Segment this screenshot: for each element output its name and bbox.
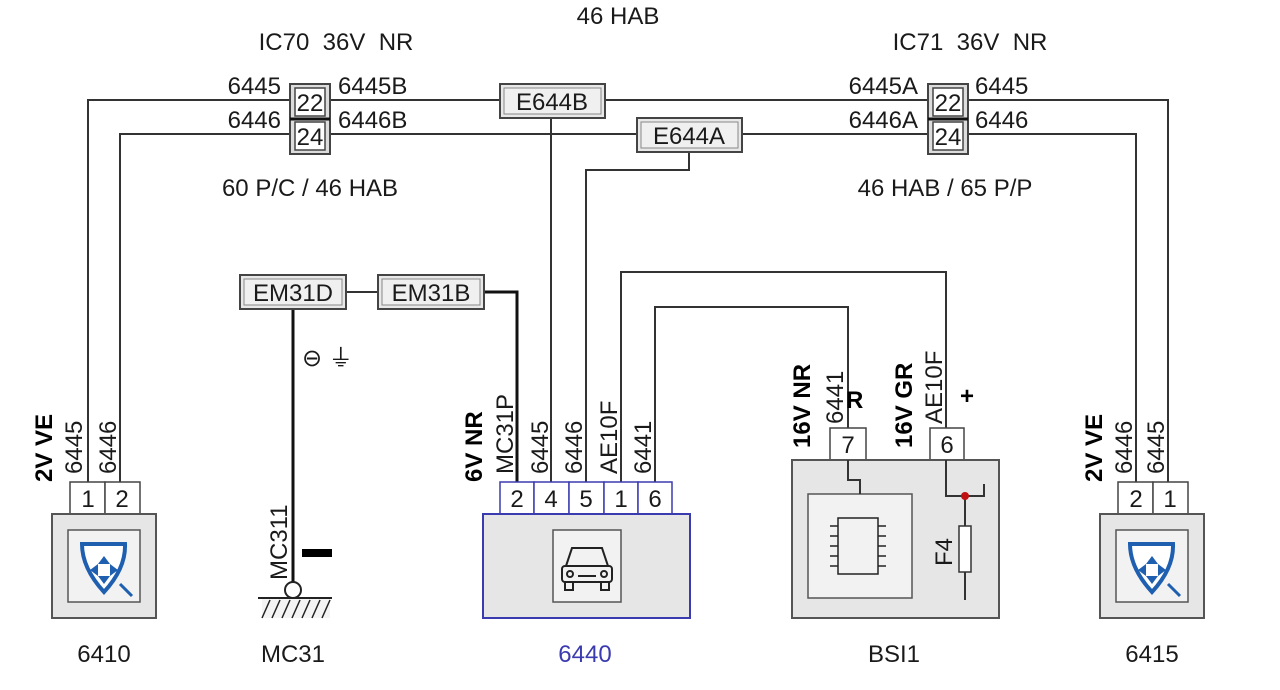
wire-label-6446B: 6446B	[338, 107, 407, 134]
wire-6445-left	[87, 99, 290, 482]
comp6410-spec: 2V VE	[31, 414, 58, 482]
wire-label-6446A: 6446A	[849, 107, 918, 134]
comp6410-pin1: 1	[81, 486, 94, 513]
wire-label-6445B: 6445B	[338, 73, 407, 100]
wire-ae10f	[620, 271, 947, 482]
wire-e644a-drop	[585, 153, 690, 482]
comp6440-wire-6445: 6445	[527, 421, 554, 474]
wire-6446-right	[968, 133, 1137, 482]
wire-label-6445A: 6445A	[849, 73, 918, 100]
e644a-splice: E644A	[636, 117, 743, 153]
fuse-f4	[958, 525, 972, 573]
ground-icon	[258, 597, 332, 619]
em31b-label: EM31B	[392, 280, 471, 307]
mirror-adjust-icon	[79, 542, 134, 598]
em31d-splice: EM31D	[239, 274, 347, 310]
ground-symbol: ⊖ ⏚	[302, 345, 353, 372]
comp6440-wire-6441: 6441	[630, 421, 657, 474]
comp6440-wire-6446: 6446	[561, 421, 588, 474]
bsi1-right-wire: AE10F	[921, 351, 948, 424]
car-front-icon	[561, 547, 613, 591]
ic71-label: IC71 36V NR	[893, 29, 1048, 56]
ic-chip-icon	[830, 517, 886, 575]
comp6410-pin2: 2	[115, 486, 128, 513]
mirror-adjust-icon	[1127, 542, 1182, 598]
bsi1-left-wire: 6441	[822, 371, 849, 424]
wire-label-6445-right: 6445	[975, 73, 1028, 100]
e644b-label: E644B	[516, 89, 588, 116]
ground-mc31: ⊖ ⏚ MC311 MC31	[258, 345, 353, 668]
component-bsi1: 16V NR 6441 R 16V GR AE10F + 7 6 F4 BSI1	[789, 351, 1000, 668]
bsi1-right-spec: 16V GR	[891, 363, 918, 448]
ic71-connector: 22 24	[927, 83, 969, 155]
bsi1-right-mark: +	[960, 383, 974, 410]
wire-6445-right	[968, 99, 1169, 482]
center-zone-label: 46 HAB	[577, 3, 660, 30]
component-6415: 2V VE 6446 6445 2 1 6415	[1081, 414, 1205, 668]
ic70-pin-22: 22	[297, 90, 324, 117]
wire-label-6446-left: 6446	[228, 107, 281, 134]
wire-6446-left	[119, 133, 290, 482]
wire-label-6446-right: 6446	[975, 107, 1028, 134]
negative-polarity-mark	[302, 549, 332, 557]
ic70-connector: 22 24	[289, 83, 331, 155]
bsi1-pin-7: 7	[841, 432, 854, 459]
ic70-label: IC70 36V NR	[259, 29, 414, 56]
mc31-name: MC31	[261, 641, 325, 668]
mc31-wire-label: MC311	[266, 504, 293, 580]
bsi1-left-spec: 16V NR	[789, 364, 816, 448]
ic71-pin-24: 24	[935, 124, 962, 151]
em31b-splice: EM31B	[377, 274, 485, 310]
wires	[87, 99, 1169, 590]
bsi1-left-mark: R	[846, 387, 863, 414]
comp6440-pin-1: 1	[614, 486, 627, 513]
ic71-pin-22: 22	[935, 90, 962, 117]
comp6415-pin2: 2	[1129, 486, 1142, 513]
left-zone-label: 60 P/C / 46 HAB	[222, 175, 398, 202]
comp6440-pin-5: 5	[579, 486, 592, 513]
component-6440: 6V NR MC31P 6445 6446 AE10F 6441 2 4 5 1…	[461, 394, 691, 668]
bsi1-fuse-label: F4	[931, 538, 958, 566]
comp6440-pin-2: 2	[510, 486, 523, 513]
em31d-label: EM31D	[253, 280, 333, 307]
comp6440-wire-mc31p: MC31P	[492, 394, 519, 474]
comp6440-name: 6440	[558, 641, 611, 668]
comp6415-wire1: 6446	[1111, 421, 1138, 474]
bsi1-internal-wire	[847, 460, 861, 494]
comp6410-name: 6410	[77, 641, 130, 668]
comp6440-wire-ae10f: AE10F	[596, 401, 623, 474]
right-zone-label: 46 HAB / 65 P/P	[858, 175, 1033, 202]
bsi1-name: BSI1	[868, 641, 920, 668]
comp6440-pin-4: 4	[544, 486, 557, 513]
wire-mc31p	[484, 290, 519, 482]
comp6415-wire2: 6445	[1143, 421, 1170, 474]
ic70-pin-24: 24	[297, 124, 324, 151]
comp6415-spec: 2V VE	[1081, 414, 1108, 482]
comp6410-wire1: 6445	[61, 421, 88, 474]
comp6440-spec: 6V NR	[461, 411, 488, 482]
wire-label-6445-left: 6445	[228, 73, 281, 100]
fuse-junction-dot	[961, 492, 969, 500]
comp6410-wire2: 6446	[95, 421, 122, 474]
comp6415-name: 6415	[1125, 641, 1178, 668]
wire-6441	[654, 306, 849, 482]
comp6440-pin-6: 6	[648, 486, 661, 513]
e644a-label: E644A	[653, 123, 725, 150]
comp6415-pin1: 1	[1163, 486, 1176, 513]
bsi1-pin-6: 6	[940, 432, 953, 459]
e644b-splice: E644B	[499, 83, 606, 119]
component-6410: 2V VE 6445 6446 1 2 6410	[31, 414, 157, 668]
